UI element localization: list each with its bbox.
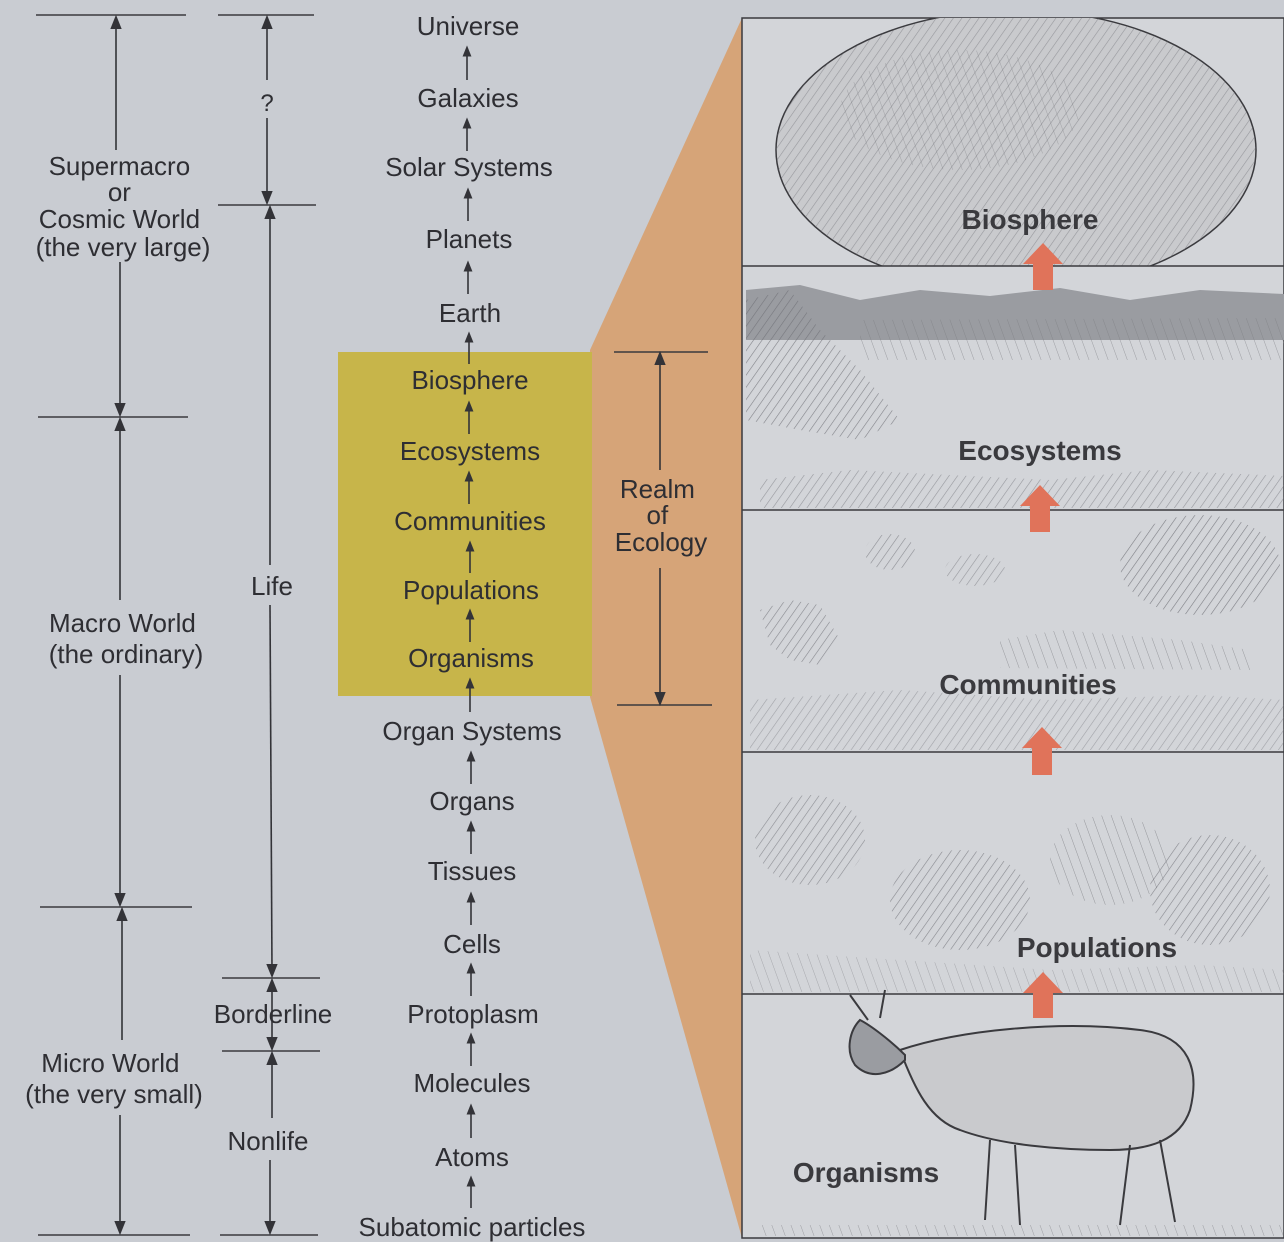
panel-title-ecosystems: Ecosystems — [958, 435, 1121, 466]
panel-title-communities: Communities — [939, 669, 1116, 700]
level-molecules: Molecules — [413, 1068, 530, 1098]
level-tissues: Tissues — [428, 856, 517, 886]
scale-label-supermacro: Supermacro or Cosmic World (the very lar… — [36, 151, 211, 262]
supermacro-line-3: Cosmic World — [39, 204, 200, 234]
realm-line-3: Ecology — [615, 527, 708, 557]
macro-line-2: (the ordinary) — [49, 639, 204, 669]
panel-biosphere — [776, 10, 1256, 290]
micro-line-2: (the very small) — [25, 1079, 203, 1109]
life-column: ? Life Borderline Nonlife — [214, 15, 333, 1235]
scale-label-micro: Micro World (the very small) — [25, 1048, 203, 1109]
level-atoms: Atoms — [435, 1142, 509, 1172]
level-cells: Cells — [443, 929, 501, 959]
illustration-panels: Biosphere Ecosystems Communities Populat… — [742, 10, 1284, 1238]
level-populations: Populations — [403, 575, 539, 605]
panel-title-biosphere: Biosphere — [962, 204, 1099, 235]
realm-line-2: of — [647, 500, 669, 530]
level-ecosystems: Ecosystems — [400, 436, 540, 466]
panel-title-organisms: Organisms — [793, 1157, 939, 1188]
nonlife-label: Nonlife — [228, 1126, 309, 1156]
level-biosphere: Biosphere — [411, 365, 528, 395]
supermacro-line-2: or — [108, 177, 131, 207]
level-galaxies: Galaxies — [417, 83, 518, 113]
level-universe: Universe — [417, 11, 520, 41]
life-label: Life — [251, 571, 293, 601]
scale-group-column: Supermacro or Cosmic World (the very lar… — [25, 15, 210, 1235]
life-question-label: ? — [260, 90, 273, 117]
supermacro-line-4: (the very large) — [36, 232, 211, 262]
level-organisms: Organisms — [408, 643, 534, 673]
level-communities: Communities — [394, 506, 546, 536]
level-subatomic-particles: Subatomic particles — [359, 1212, 586, 1242]
level-organ-systems: Organ Systems — [382, 716, 561, 746]
level-earth: Earth — [439, 298, 501, 328]
micro-line-1: Micro World — [41, 1048, 179, 1078]
borderline-label: Borderline — [214, 999, 333, 1029]
level-protoplasm: Protoplasm — [407, 999, 539, 1029]
macro-line-1: Macro World — [49, 608, 196, 638]
level-organs: Organs — [429, 786, 514, 816]
ecology-zoom-wedge — [590, 18, 742, 1238]
scale-label-macro: Macro World (the ordinary) — [49, 608, 204, 669]
level-planets: Planets — [426, 224, 513, 254]
level-solar-systems: Solar Systems — [385, 152, 553, 182]
panel-title-populations: Populations — [1017, 932, 1177, 963]
